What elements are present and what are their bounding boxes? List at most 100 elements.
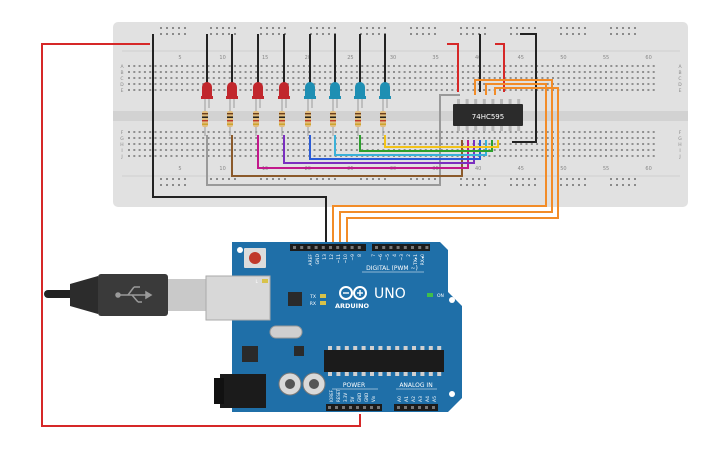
header-hole[interactable]: [293, 246, 296, 249]
terminal-hole: [340, 131, 342, 133]
mounting-hole-1: [237, 247, 243, 253]
header-hole[interactable]: [403, 246, 407, 249]
header-hole[interactable]: [377, 406, 380, 409]
resistor-4[interactable]: [279, 106, 285, 136]
resistor-8[interactable]: [380, 106, 386, 136]
terminal-hole: [292, 77, 295, 79]
terminal-hole: [345, 71, 348, 73]
row-letter: J: [120, 154, 122, 160]
power-jack[interactable]: [220, 374, 266, 408]
terminal-hole: [329, 83, 332, 85]
header-hole[interactable]: [349, 406, 352, 409]
terminal-hole: [377, 137, 380, 139]
header-hole[interactable]: [425, 406, 428, 409]
resistor-7[interactable]: [355, 106, 361, 136]
header-hole[interactable]: [350, 246, 354, 249]
led-3[interactable]: [252, 82, 264, 108]
led-6[interactable]: [329, 82, 341, 108]
header-hole[interactable]: [404, 406, 407, 409]
led-wire-blue[interactable]: [309, 135, 481, 160]
header-hole[interactable]: [343, 246, 347, 249]
header-hole[interactable]: [328, 406, 331, 409]
terminal-hole: [605, 155, 607, 157]
terminal-hole: [599, 137, 602, 139]
terminal-hole: [393, 131, 395, 133]
header-hole[interactable]: [356, 406, 359, 409]
terminal-hole: [154, 131, 157, 133]
header-hole[interactable]: [375, 246, 378, 249]
header-hole[interactable]: [363, 406, 366, 409]
resistor-band: [305, 113, 311, 115]
rail-hole: [228, 178, 230, 180]
terminal-hole: [631, 155, 634, 157]
terminal-hole: [154, 155, 157, 157]
power-wire-5v[interactable]: [41, 43, 361, 427]
terminal-hole: [493, 143, 496, 145]
resistor-6[interactable]: [330, 106, 336, 136]
header-hole[interactable]: [329, 246, 332, 249]
data-wire-pin-11[interactable]: [339, 79, 553, 244]
terminal-hole: [313, 83, 316, 85]
terminal-hole: [387, 71, 390, 73]
terminal-hole: [435, 137, 438, 139]
led-7[interactable]: [354, 82, 366, 108]
terminal-hole: [499, 71, 501, 73]
header-hole[interactable]: [342, 406, 345, 409]
header-hole[interactable]: [418, 246, 422, 249]
header-hole[interactable]: [300, 246, 304, 249]
resistor-2[interactable]: [227, 106, 233, 136]
terminal-hole: [165, 89, 168, 91]
terminal-hole: [567, 65, 570, 67]
resistor-3[interactable]: [253, 106, 259, 136]
column-number-top: 30: [390, 55, 396, 61]
terminal-hole: [472, 77, 475, 79]
ground-wire-main[interactable]: [152, 34, 327, 244]
rail-hole: [616, 184, 618, 186]
resistor-body: [305, 111, 311, 127]
rail-hole: [522, 178, 524, 180]
header-hole[interactable]: [396, 246, 400, 249]
header-hole[interactable]: [314, 246, 318, 249]
rail-hole: [572, 178, 574, 180]
resistor-5[interactable]: [305, 106, 311, 136]
terminal-hole: [212, 137, 215, 139]
terminal-hole: [329, 65, 332, 67]
header-hole[interactable]: [370, 406, 373, 409]
header-hole[interactable]: [432, 406, 435, 409]
header-hole[interactable]: [389, 246, 393, 249]
header-hole[interactable]: [425, 246, 429, 249]
resistor-1[interactable]: [202, 106, 208, 136]
terminal-hole: [186, 131, 189, 133]
chip-mr-wire[interactable]: [495, 43, 505, 92]
terminal-hole: [281, 77, 284, 79]
shift-register-chip[interactable]: 74HC595: [453, 99, 523, 131]
header-hole[interactable]: [335, 406, 338, 409]
led-wire-green[interactable]: [359, 135, 493, 152]
header-hole[interactable]: [397, 406, 400, 409]
mcu-pin: [395, 372, 400, 376]
header-hole[interactable]: [307, 246, 311, 249]
led-4[interactable]: [278, 82, 290, 108]
chip-pin: [482, 126, 486, 131]
digital-pin-label: 8: [357, 254, 363, 257]
terminal-hole: [186, 155, 189, 157]
chip-vcc-wire[interactable]: [447, 43, 459, 92]
header-hole[interactable]: [411, 406, 414, 409]
data-wire-pin-12[interactable]: [332, 83, 547, 244]
header-hole[interactable]: [336, 246, 340, 249]
terminal-hole: [159, 137, 162, 139]
header-hole[interactable]: [357, 246, 361, 249]
terminal-hole: [504, 71, 507, 73]
header-hole[interactable]: [411, 246, 414, 249]
header-hole[interactable]: [382, 246, 386, 249]
header-hole[interactable]: [418, 406, 421, 409]
rail-hole: [284, 178, 286, 180]
led-wire-yellow[interactable]: [384, 135, 499, 148]
rail-hole: [184, 27, 186, 29]
data-wire-pin-10[interactable]: [346, 87, 559, 244]
reset-button[interactable]: [249, 252, 261, 264]
header-hole[interactable]: [321, 246, 325, 249]
led-5[interactable]: [304, 82, 316, 108]
led-wire-gray[interactable]: [206, 94, 460, 186]
